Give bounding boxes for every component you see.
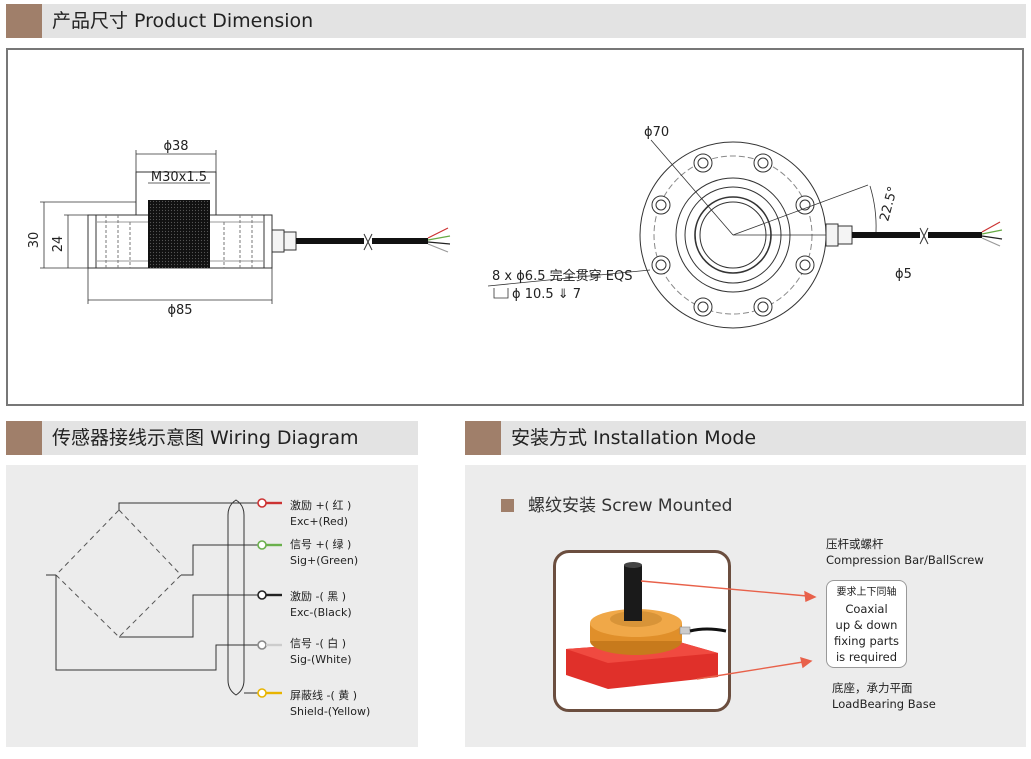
wire-label-en: Sig-(White)	[290, 653, 352, 666]
section-header-wiring: 传感器接线示意图 Wiring Diagram	[6, 421, 418, 455]
callout-top-cn: 压杆或螺杆	[826, 537, 884, 551]
installation-panel: 螺纹安装 Screw Mounted 压杆或螺杆 Compression Bar…	[465, 465, 1026, 747]
wire-label-en: Exc-(Black)	[290, 606, 352, 619]
section-title-wiring: 传感器接线示意图 Wiring Diagram	[52, 427, 359, 449]
callout-base: 底座，承力平面 LoadBearing Base	[832, 680, 936, 712]
section-accent	[6, 421, 42, 455]
bullet-square	[501, 499, 514, 512]
callout-bottom-cn: 底座，承力平面	[832, 681, 913, 695]
section-accent	[465, 421, 501, 455]
dim-outer-diameter: ϕ70	[644, 125, 669, 140]
wire-label-en: Shield-(Yellow)	[290, 705, 371, 718]
wire-sig-plus: 信号 +( 绿 ) Sig+(Green)	[290, 537, 358, 569]
callout-top-en: Compression Bar/BallScrew	[826, 553, 984, 567]
wire-shield: 屏蔽线 -( 黄 ) Shield-(Yellow)	[290, 688, 370, 720]
section-title-dimension: 产品尺寸 Product Dimension	[52, 10, 314, 32]
dim-cable-diameter: ϕ5	[895, 267, 912, 282]
note-line: up & down	[835, 618, 898, 632]
section-header-installation: 安装方式 Installation Mode	[465, 421, 1026, 455]
wire-label-en: Sig+(Green)	[290, 554, 359, 567]
thread-knurl	[148, 200, 210, 268]
dim-thread: M30x1.5	[151, 170, 207, 185]
bolt-holes	[651, 153, 815, 317]
install-subtitle: 螺纹安装 Screw Mounted	[501, 491, 732, 516]
note-cn: 要求上下同轴	[836, 587, 897, 598]
wiring-diagram: 激励 +( 红 ) Exc+(Red) 信号 +( 绿 ) Sig+(Green…	[6, 465, 418, 747]
dim-height-body: 24	[51, 236, 66, 253]
dim-base-diameter: ϕ85	[167, 303, 192, 318]
callout-bottom-en: LoadBearing Base	[832, 697, 936, 711]
section-title-installation: 安装方式 Installation Mode	[511, 427, 757, 449]
wiring-svg	[46, 498, 282, 698]
dimension-drawing: ϕ38 M30x1.5 ϕ85 30 24	[6, 48, 1024, 406]
dim-top-diameter: ϕ38	[163, 139, 188, 154]
dim-angle: 22.5°	[877, 185, 901, 223]
note-line: fixing parts	[833, 634, 900, 648]
wire-terminals	[257, 498, 282, 698]
installation-photo	[553, 550, 731, 712]
section-header-dimension: 产品尺寸 Product Dimension	[6, 4, 1026, 38]
install-mode-label: 螺纹安装 Screw Mounted	[528, 496, 733, 516]
wire-label-cn: 信号 +( 绿 )	[290, 538, 352, 551]
dimension-svg: ϕ38 M30x1.5 ϕ85 30 24	[27, 125, 1003, 329]
wire-label-cn: 激励 -( 黑 )	[290, 590, 347, 603]
dim-height-total: 30	[27, 232, 42, 249]
load-cell-illustration	[566, 562, 727, 689]
note-line: Coaxial	[845, 602, 888, 616]
dim-hole-spec-2: ϕ 10.5 ⇓ 7	[512, 287, 581, 302]
wire-label-cn: 屏蔽线 -( 黄 )	[290, 689, 358, 702]
note-line: is required	[835, 650, 898, 664]
wire-exc-plus: 激励 +( 红 ) Exc+(Red)	[290, 498, 351, 530]
coaxial-note: 要求上下同轴 Coaxial up & down fixing parts is…	[826, 580, 907, 668]
wire-exc-minus: 激励 -( 黑 ) Exc-(Black)	[290, 589, 352, 621]
wire-sig-minus: 信号 -( 白 ) Sig-(White)	[290, 636, 352, 668]
wire-label-en: Exc+(Red)	[290, 515, 349, 528]
wire-label-cn: 信号 -( 白 )	[290, 637, 347, 650]
wire-label-cn: 激励 +( 红 )	[290, 499, 352, 512]
callout-compression-bar: 压杆或螺杆 Compression Bar/BallScrew	[826, 536, 984, 568]
section-accent	[6, 4, 42, 38]
dim-hole-spec-1: 8 x ϕ6.5 完全贯穿 EQS	[492, 268, 632, 284]
bridge-diamond	[55, 509, 182, 638]
